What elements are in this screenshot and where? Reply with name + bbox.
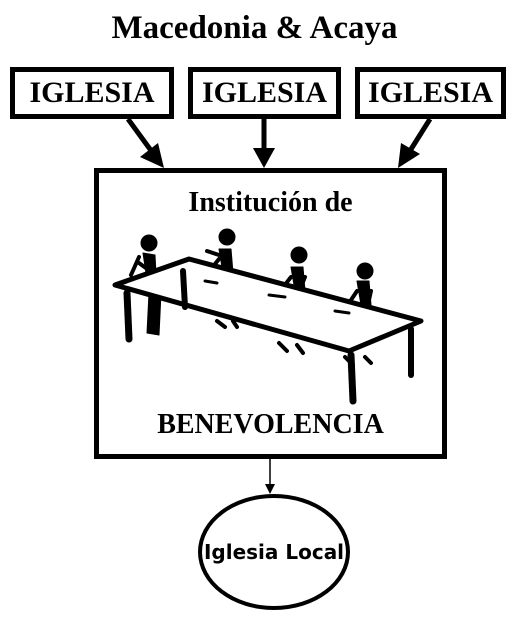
local-church-circle: Iglesia Local bbox=[198, 494, 350, 610]
church-box-1: IGLESIA bbox=[10, 67, 174, 119]
arrow-down-head bbox=[265, 484, 275, 494]
person-4 bbox=[343, 262, 374, 367]
church-box-2: IGLESIA bbox=[188, 67, 341, 119]
table-top bbox=[112, 256, 424, 354]
table-leg-2 bbox=[180, 268, 188, 310]
arrow-right bbox=[405, 117, 433, 156]
meeting-table-illustration bbox=[112, 228, 424, 405]
arrow-right-head bbox=[398, 143, 420, 168]
institution-title: Institución de bbox=[188, 187, 353, 218]
arrow-left-head bbox=[140, 143, 164, 168]
arrow-middle-head bbox=[253, 148, 275, 168]
church-box-3: IGLESIA bbox=[355, 67, 506, 119]
institution-name: BENEVOLENCIA bbox=[157, 409, 384, 440]
table-leg-1 bbox=[123, 289, 133, 343]
table-leg-3 bbox=[347, 351, 357, 405]
diagram-title: Macedonia & Acaya bbox=[111, 10, 398, 46]
benevolence-institution-box: Institución de bbox=[94, 168, 447, 459]
